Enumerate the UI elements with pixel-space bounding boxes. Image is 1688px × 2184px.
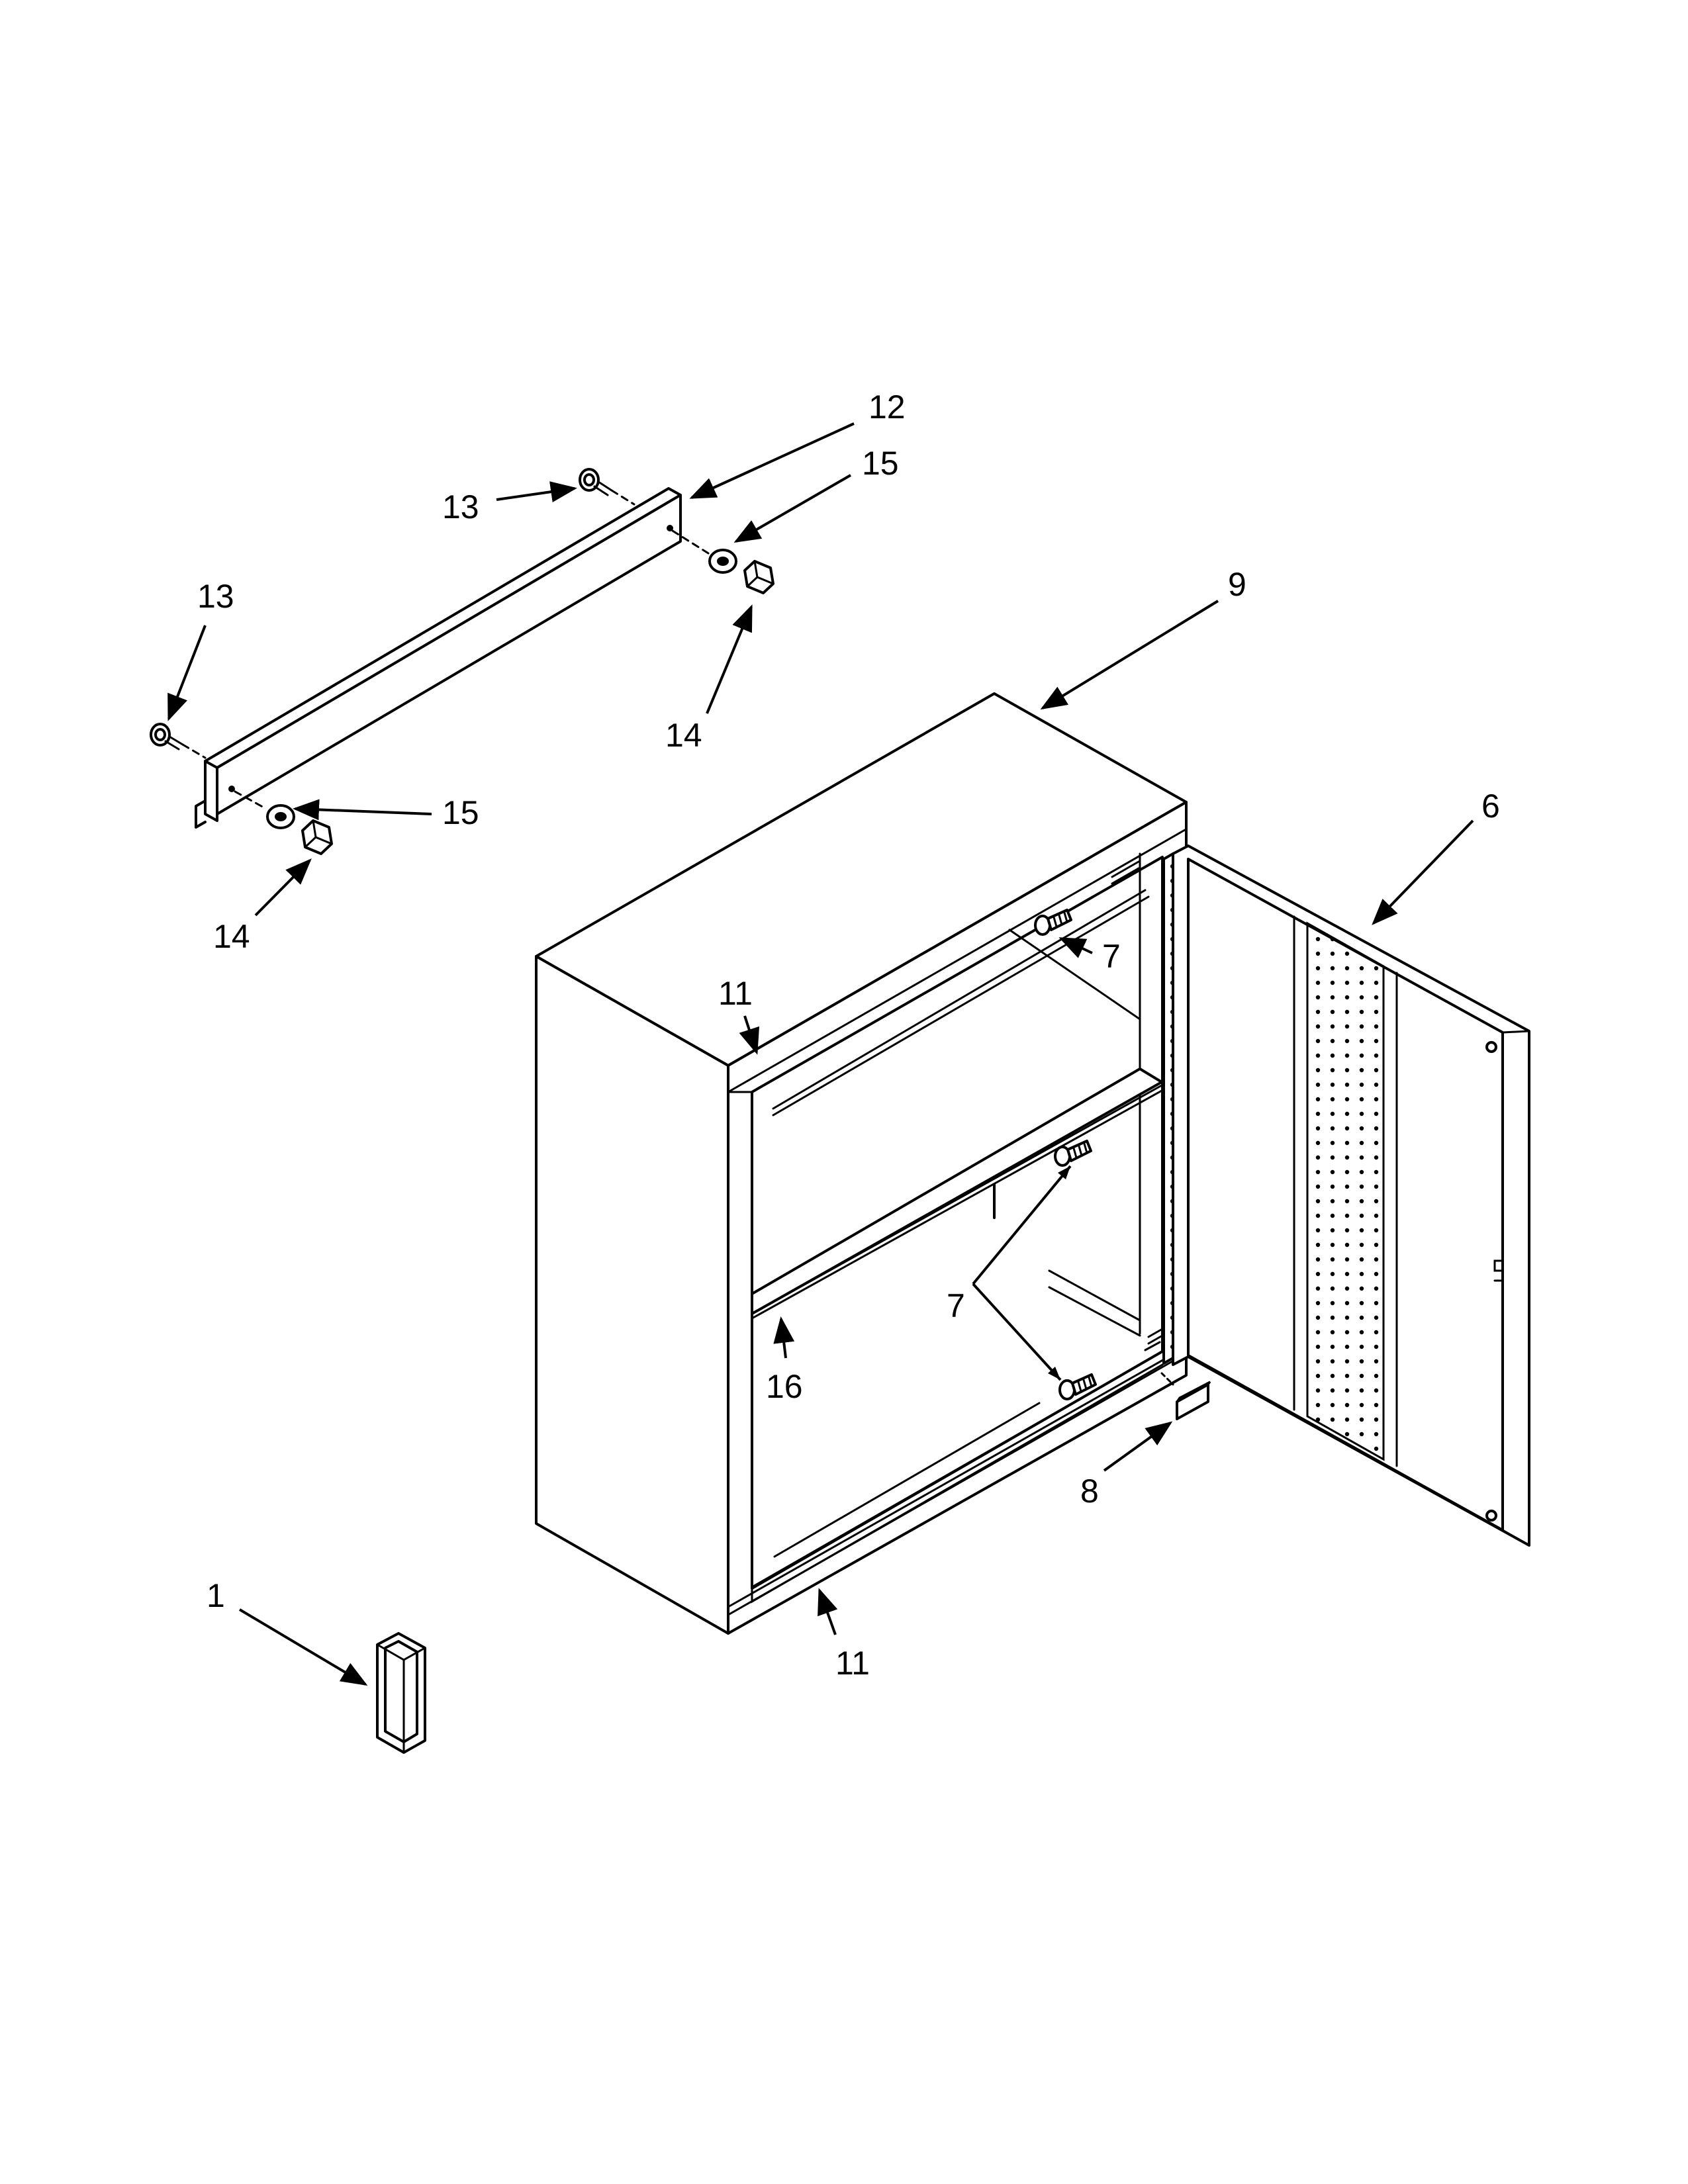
- washer-lower: [234, 790, 295, 829]
- callout-15-lower: 15: [442, 794, 479, 831]
- cabinet-door: [1172, 844, 1530, 1547]
- callout-11-upper: 11: [718, 975, 753, 1012]
- door-catch: [1160, 1372, 1211, 1420]
- callout-14-lower: 14: [213, 918, 250, 955]
- leader-lines: [167, 422, 1474, 1686]
- door-hinge: [1162, 852, 1174, 1365]
- cabinet-body: [535, 692, 1188, 1635]
- door-handle: [376, 1632, 426, 1754]
- callout-labels: 12 13 15 13 14 15 14 9 6 7 11 7 16 8 11 …: [197, 388, 1500, 1682]
- callout-12: 12: [868, 388, 906, 426]
- callout-8: 8: [1080, 1473, 1099, 1510]
- callout-13-lower: 13: [197, 578, 234, 615]
- nut-lower: [301, 819, 333, 855]
- washer-upper: [671, 529, 737, 574]
- mounting-rail: [195, 487, 682, 829]
- callout-6: 6: [1481, 788, 1500, 825]
- screw-lower: [1058, 1373, 1097, 1400]
- bolt-lower: [150, 723, 207, 759]
- callout-11-lower: 11: [835, 1645, 870, 1682]
- callout-16: 16: [766, 1368, 803, 1405]
- callout-9: 9: [1228, 566, 1246, 603]
- callout-14-upper: 14: [665, 717, 702, 754]
- callout-7-lower: 7: [947, 1287, 965, 1324]
- callout-15-upper: 15: [862, 445, 899, 482]
- callout-13-upper: 13: [442, 488, 479, 525]
- screw-middle: [1054, 1140, 1092, 1167]
- callout-7-upper: 7: [1102, 938, 1121, 975]
- nut-upper: [743, 560, 774, 594]
- callout-1: 1: [207, 1577, 225, 1614]
- bolt-upper: [579, 468, 635, 506]
- screw-upper: [1034, 909, 1072, 936]
